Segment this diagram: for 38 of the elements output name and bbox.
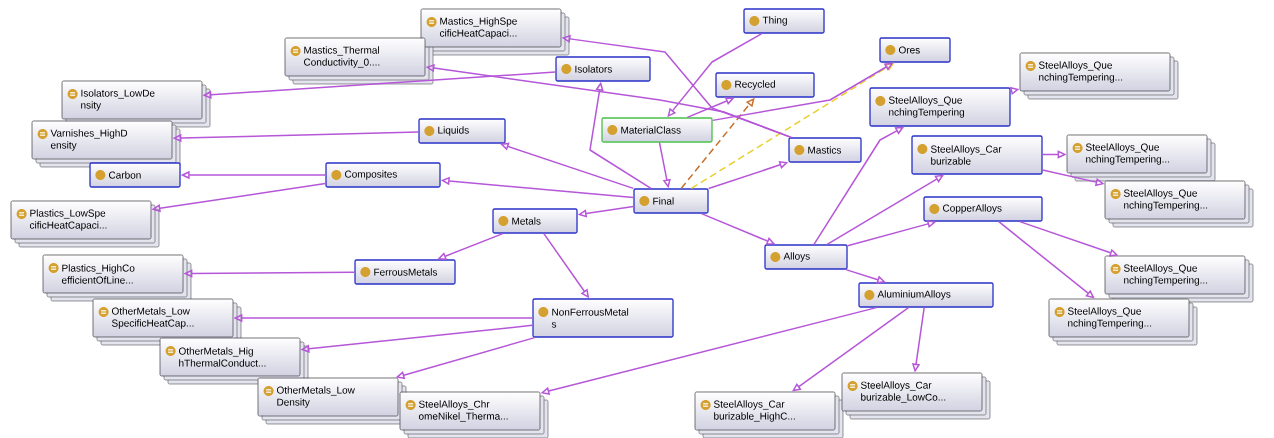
class-box: SteelAlloys_Que nchingTempering <box>869 87 1011 127</box>
arrow <box>845 268 886 284</box>
individual-box: SteelAlloys_Que nchingTempering... <box>1048 298 1190 338</box>
individual-box: SteelAlloys_Car burizable_LowCo... <box>841 372 983 412</box>
individual-box: SteelAlloys_Chr omeNikel_Therma... <box>399 391 541 431</box>
individual-box: Mastics_HighSpe cificHeatCapaci... <box>420 8 562 48</box>
class-box: Carbon <box>89 162 181 188</box>
individual-box: SteelAlloys_Que nchingTempering... <box>1019 52 1171 92</box>
class-box: MaterialClass <box>601 117 713 143</box>
class-box: Composites <box>325 162 441 188</box>
individual-box: SteelAlloys_Car burizable_HighC... <box>694 391 836 431</box>
class-box: Mastics <box>788 137 862 163</box>
individual-box: Plastics_HighCo efficientOfLine... <box>42 254 184 294</box>
class-box: Final <box>633 188 709 214</box>
class-box: Recycled <box>715 72 815 98</box>
class-box: Alloys <box>764 244 848 270</box>
arrow <box>998 220 1095 299</box>
individual-box: SteelAlloys_Que nchingTempering... <box>1104 255 1246 295</box>
class-box: Metals <box>492 208 578 234</box>
arrow <box>826 174 944 246</box>
class-box: Thing <box>743 8 825 34</box>
class-box: FerrousMetals <box>354 259 456 285</box>
individual-box: Isolators_LowDe nsity <box>61 80 203 120</box>
individual-box: OtherMetals_Hig hThermalConduct... <box>159 337 301 377</box>
class-box: Ores <box>879 37 951 63</box>
class-box: CopperAlloys <box>923 196 1043 222</box>
individual-box: Plastics_LowSpe cificHeatCapaci... <box>10 200 152 240</box>
individual-box: OtherMetals_Low SpecificHeatCap... <box>92 298 234 338</box>
individual-box: OtherMetals_Low Density <box>257 377 399 417</box>
class-box: Liquids <box>418 118 506 144</box>
class-box: Isolators <box>555 56 651 82</box>
class-box: AluminiumAlloys <box>858 282 994 308</box>
individual-box: Varnishes_HighD ensity <box>31 120 173 160</box>
individual-box: SteelAlloys_Que nchingTempering... <box>1104 180 1246 220</box>
individual-box: SteelAlloys_Que nchingTempering... <box>1066 134 1208 174</box>
class-box: SteelAlloys_Car burizable <box>911 135 1043 175</box>
class-box: NonFerrousMetal s <box>532 298 674 338</box>
individual-box: Mastics_Thermal Conductivity_0.... <box>284 37 426 77</box>
